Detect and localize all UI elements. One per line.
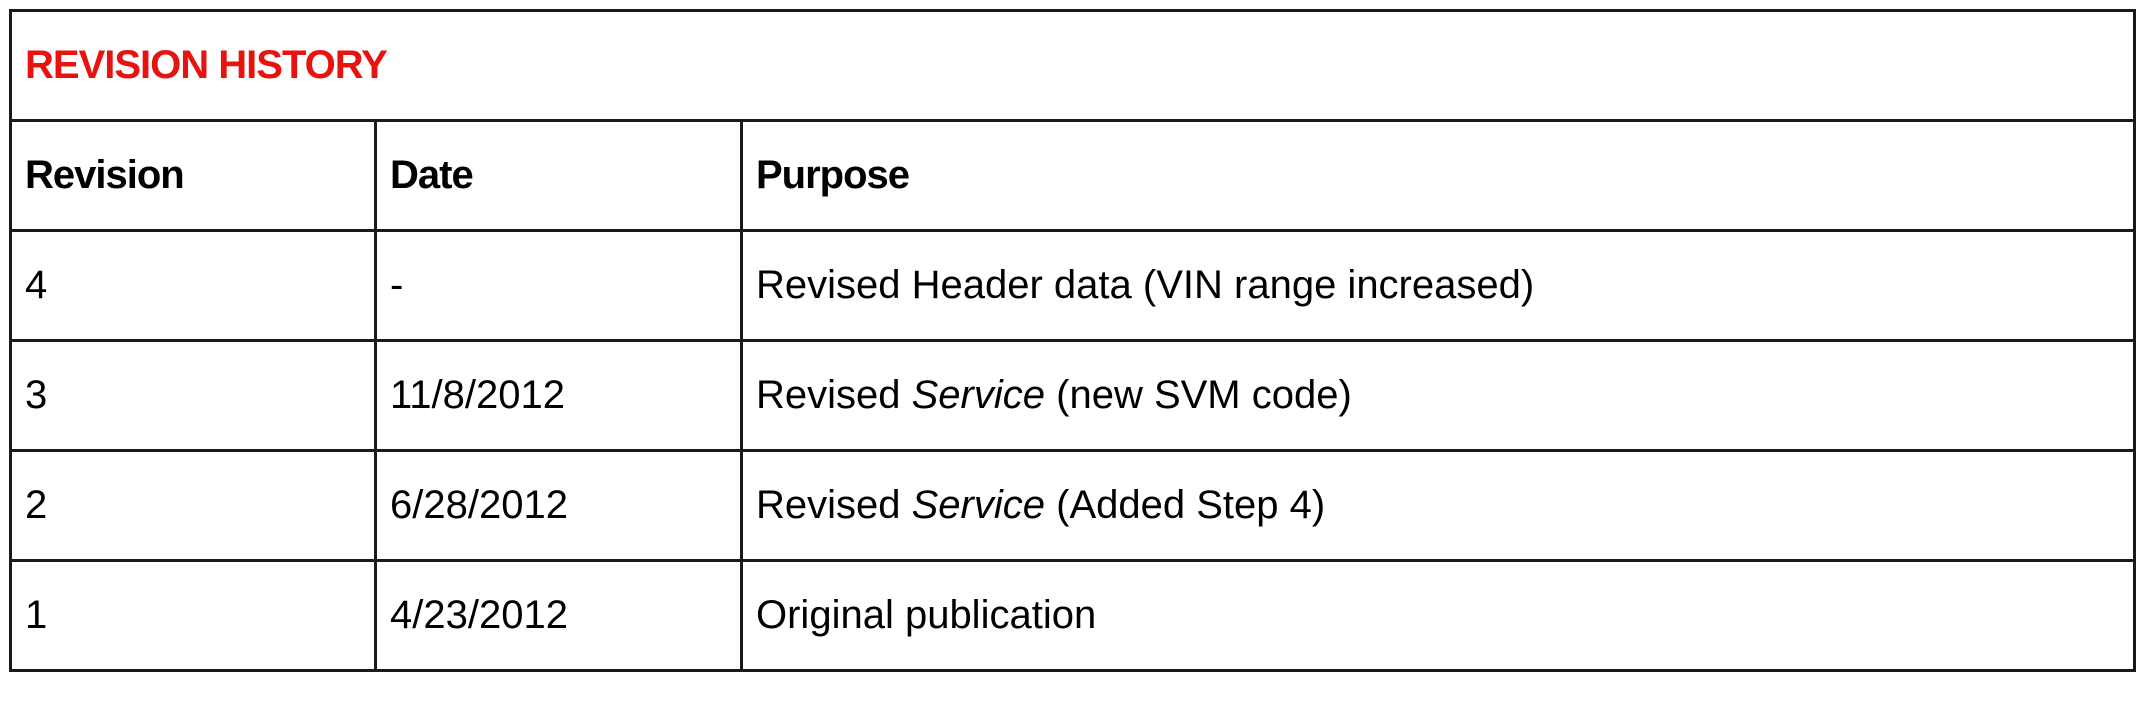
date-cell: 11/8/2012 <box>374 339 743 452</box>
table-row: 1 4/23/2012 Original publication <box>9 559 2136 672</box>
purpose-text: Revised <box>756 483 912 527</box>
table-title: REVISION HISTORY <box>9 9 2136 122</box>
purpose-text-suffix: (new SVM code) <box>1045 373 1352 417</box>
date-cell: 6/28/2012 <box>374 449 743 562</box>
revision-history-table: REVISION HISTORY Revision Date Purpose 4… <box>9 9 2136 672</box>
column-header-revision: Revision <box>9 119 377 232</box>
purpose-text: Revised <box>756 373 912 417</box>
table-row: 2 6/28/2012 Revised Service (Added Step … <box>9 449 2136 562</box>
table-row: 3 11/8/2012 Revised Service (new SVM cod… <box>9 339 2136 452</box>
purpose-cell: Original publication <box>740 559 2136 672</box>
purpose-emphasis: Service <box>911 483 1046 527</box>
purpose-text: Revised Header data (VIN range increased… <box>756 263 1535 307</box>
title-row: REVISION HISTORY <box>9 9 2136 122</box>
date-cell: - <box>374 229 743 342</box>
revision-cell: 2 <box>9 449 377 562</box>
purpose-emphasis: Service <box>911 373 1046 417</box>
purpose-text-suffix: (Added Step 4) <box>1045 483 1326 527</box>
date-cell: 4/23/2012 <box>374 559 743 672</box>
table-row: 4 - Revised Header data (VIN range incre… <box>9 229 2136 342</box>
revision-cell: 3 <box>9 339 377 452</box>
purpose-cell: Revised Header data (VIN range increased… <box>740 229 2136 342</box>
header-row: Revision Date Purpose <box>9 119 2136 232</box>
purpose-cell: Revised Service (new SVM code) <box>740 339 2136 452</box>
purpose-text: Original publication <box>756 593 1097 637</box>
column-header-purpose: Purpose <box>740 119 2136 232</box>
column-header-date: Date <box>374 119 743 232</box>
purpose-cell: Revised Service (Added Step 4) <box>740 449 2136 562</box>
revision-cell: 4 <box>9 229 377 342</box>
revision-cell: 1 <box>9 559 377 672</box>
